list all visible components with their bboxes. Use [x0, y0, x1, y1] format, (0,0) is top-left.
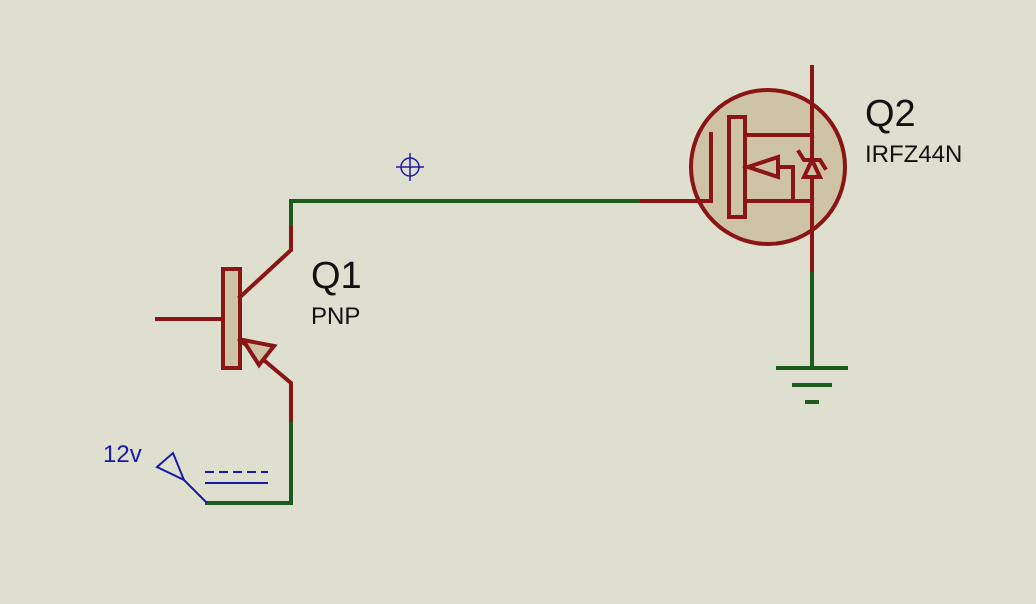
crosshair-cursor-icon — [396, 153, 424, 181]
power-terminal-icon — [155, 451, 268, 504]
power-terminal-12v[interactable]: 12v — [103, 441, 268, 504]
q2-ref-label: Q2 — [865, 93, 916, 135]
pnp-transistor-icon — [155, 226, 293, 422]
q2-value-label: IRFZ44N — [865, 141, 962, 168]
terminal-label: 12v — [103, 441, 142, 468]
q1-ref-label: Q1 — [311, 255, 362, 297]
transistor-q1[interactable]: Q1 PNP — [155, 226, 362, 422]
wire-q1-emitter-to-12v[interactable] — [205, 418, 293, 505]
wires — [205, 199, 814, 505]
n-channel-mosfet-icon — [640, 65, 847, 272]
mosfet-q2[interactable]: Q2 IRFZ44N — [640, 65, 962, 272]
q1-value-label: PNP — [311, 303, 360, 330]
wire-q1-collector-to-q2-gate[interactable] — [289, 199, 642, 230]
ground-icon[interactable] — [776, 366, 848, 404]
